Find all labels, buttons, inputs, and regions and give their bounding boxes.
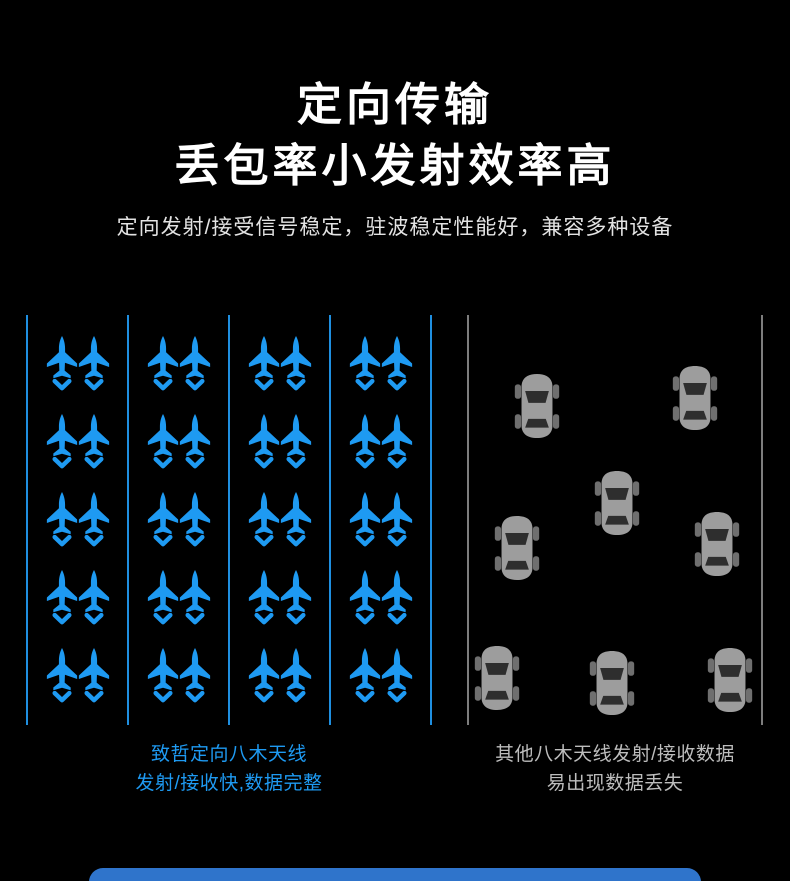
rocket-icon	[348, 336, 382, 392]
right-caption-line-1: 其他八木天线发射/接收数据	[495, 744, 735, 765]
rocket-pair	[330, 403, 431, 481]
rocket-pair	[128, 481, 229, 559]
rocket-icon	[45, 336, 79, 392]
rocket-pair	[27, 559, 128, 637]
rocket-icon	[146, 492, 180, 548]
right-caption-line-2: 易出现数据丢失	[546, 773, 684, 794]
rocket-icon	[380, 648, 414, 704]
rocket-icon	[178, 570, 212, 626]
rocket-pair	[128, 559, 229, 637]
rocket-pair	[27, 637, 128, 715]
rocket-pair	[229, 325, 330, 403]
rocket-icon	[146, 570, 180, 626]
rocket-icon	[380, 414, 414, 470]
car-icon	[494, 515, 540, 581]
rocket-icon	[45, 570, 79, 626]
rocket-icon	[247, 648, 281, 704]
rocket-pair	[229, 637, 330, 715]
blue-lane-line	[228, 315, 230, 725]
car-icon	[672, 365, 718, 431]
rocket-pair	[27, 481, 128, 559]
car-icon	[594, 470, 640, 536]
directional-lanes-diagram	[26, 315, 432, 725]
rocket-pair	[330, 559, 431, 637]
rocket-icon	[77, 336, 111, 392]
rocket-icon	[279, 492, 313, 548]
next-section-edge	[89, 868, 701, 881]
rocket-pair	[229, 481, 330, 559]
rocket-icon	[146, 414, 180, 470]
rocket-icon	[146, 648, 180, 704]
rocket-pair	[27, 403, 128, 481]
gray-lane-line	[761, 315, 763, 725]
rocket-pair	[330, 325, 431, 403]
rocket-icon	[178, 336, 212, 392]
rocket-icon	[380, 336, 414, 392]
gray-lane-line	[467, 315, 469, 725]
rocket-icon	[45, 648, 79, 704]
rocket-icon	[348, 492, 382, 548]
title-line-2: 丢包率小发射效率高	[174, 140, 616, 191]
rocket-pair	[128, 637, 229, 715]
rocket-icon	[146, 336, 180, 392]
car-icon	[694, 511, 740, 577]
rocket-pair	[229, 403, 330, 481]
rocket-icon	[178, 414, 212, 470]
rocket-icon	[178, 492, 212, 548]
blue-lane-line	[430, 315, 432, 725]
subtitle: 定向发射/接受信号稳定，驻波稳定性能好，兼容多种设备	[116, 216, 674, 239]
rocket-icon	[77, 492, 111, 548]
blue-lane-line	[127, 315, 129, 725]
left-caption-line-2: 发射/接收快,数据完整	[135, 773, 323, 794]
car-icon	[514, 373, 560, 439]
rocket-icon	[247, 492, 281, 548]
rocket-icon	[247, 570, 281, 626]
left-caption: 致哲定向八木天线 发射/接收快,数据完整	[27, 740, 431, 798]
rocket-pair	[128, 403, 229, 481]
rocket-pair	[330, 481, 431, 559]
title-line-1: 定向传输	[296, 79, 493, 130]
rocket-icon	[380, 570, 414, 626]
rocket-icon	[77, 648, 111, 704]
rocket-pair	[27, 325, 128, 403]
rocket-pair	[229, 559, 330, 637]
rocket-icon	[77, 570, 111, 626]
rocket-icon	[247, 336, 281, 392]
rocket-icon	[279, 414, 313, 470]
car-icon	[707, 647, 753, 713]
rocket-grid	[27, 325, 431, 715]
rocket-icon	[45, 492, 79, 548]
rocket-icon	[348, 648, 382, 704]
rocket-icon	[279, 570, 313, 626]
left-caption-line-1: 致哲定向八木天线	[150, 744, 307, 765]
rocket-icon	[178, 648, 212, 704]
rocket-icon	[348, 570, 382, 626]
rocket-pair	[330, 637, 431, 715]
page-title: 定向传输 丢包率小发射效率高	[0, 74, 790, 196]
rocket-icon	[380, 492, 414, 548]
directional-lane-lines	[26, 315, 432, 725]
rocket-pair	[128, 325, 229, 403]
rocket-icon	[348, 414, 382, 470]
rocket-icon	[45, 414, 79, 470]
scattered-cars-diagram	[467, 315, 763, 725]
car-icon	[589, 650, 635, 716]
rocket-icon	[247, 414, 281, 470]
right-caption: 其他八木天线发射/接收数据 易出现数据丢失	[468, 740, 762, 798]
rocket-icon	[77, 414, 111, 470]
blue-lane-line	[329, 315, 331, 725]
blue-lane-line	[26, 315, 28, 725]
rocket-icon	[279, 648, 313, 704]
rocket-icon	[279, 336, 313, 392]
car-icon	[474, 645, 520, 711]
